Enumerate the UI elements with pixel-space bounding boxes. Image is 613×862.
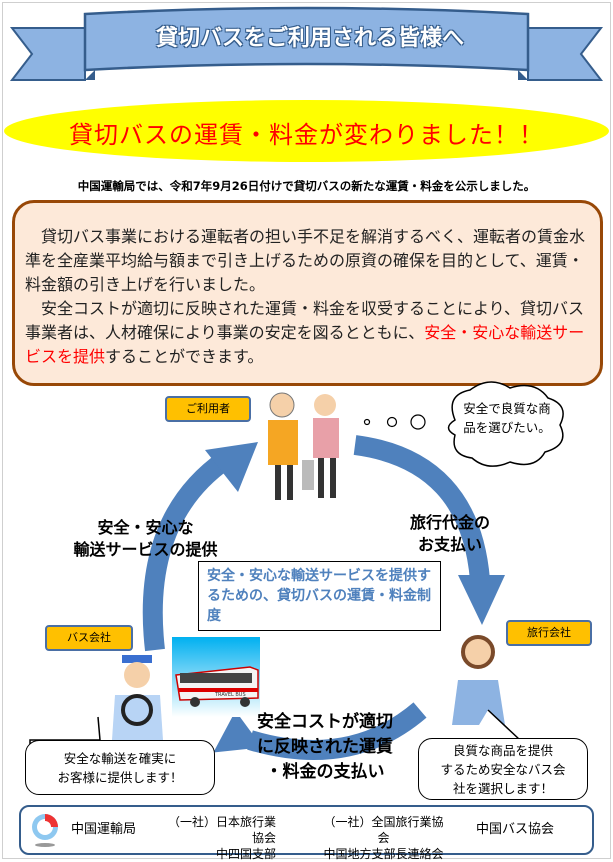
tag-bus-company: バス会社: [45, 625, 133, 651]
para2-text: 安全コストが適切に反映された運賃・料金を収受することにより、貸切バス事業者は、人…: [25, 299, 585, 342]
headline-ellipse: [4, 100, 609, 162]
footer-line: 中四国支部: [215, 847, 276, 861]
description-box: 貸切バス事業における運転者の担い手不足を解消するべく、運転者の賃金水準を全産業平…: [12, 200, 603, 386]
arrow-right: [353, 435, 490, 581]
thought-cloud: [447, 381, 564, 467]
para2-highlight: 安全・安心な輸送サービスを提供: [25, 323, 585, 366]
footer-line: （一社）日本旅行業協会: [167, 815, 276, 845]
arrow-label-line: お支払い: [417, 535, 482, 554]
arrow-label-payment: 旅行代金の お支払い: [395, 512, 505, 556]
arrow-label-line: 旅行代金の: [409, 513, 490, 532]
footer-org-jata: （一社）日本旅行業協会 中四国支部: [161, 814, 276, 862]
arrow-label-service: 安全・安心な 輸送サービスの提供: [58, 517, 233, 561]
tag-travel-agency: 旅行会社: [506, 620, 592, 646]
headline: 貸切バスの運賃・料金が変わりました！！: [69, 121, 544, 149]
travel-speech-bubble: 良質な商品を提供 するため安全なバス会 社を選択します！: [418, 738, 588, 800]
para2-end: することができます。: [105, 347, 264, 366]
footer-line: 中国地方支部長連絡会: [323, 847, 444, 861]
arrow-left: [142, 451, 231, 652]
driver-illustration: [112, 655, 163, 740]
footer-org-anta: （一社）全国旅行業協会 中国地方支部長連絡会: [321, 814, 446, 862]
footer-line: （一社）全国旅行業協会: [323, 815, 444, 845]
arrow-label-fare: 安全コストが適切 に反映された運賃 ・料金の支払い: [250, 710, 400, 785]
speech-line: 安全な輸送を確実に: [63, 751, 177, 766]
mlit-logo-icon: [32, 814, 58, 847]
tag-user: ご利用者: [165, 396, 251, 422]
footer-org-mlit: 中国運輸局: [71, 822, 137, 837]
description-para2: 安全コストが適切に反映された運賃・料金を収受することにより、貸切バス事業者は、人…: [25, 297, 586, 369]
arrow-label-line: 安全・安心な: [97, 518, 194, 537]
cycle-arrows: TRAVEL BUS: [29, 381, 564, 783]
arrow-label-line: 輸送サービスの提供: [73, 540, 218, 559]
speech-line: 良質な商品を提供: [452, 743, 553, 758]
speech-line: お客様に提供します！: [57, 770, 183, 785]
speech-line: するため安全なバス会: [440, 762, 566, 777]
footer-org-bus-assoc: 中国バス協会: [476, 822, 555, 837]
description-para1: 貸切バス事業における運転者の担い手不足を解消するべく、運転者の賃金水準を全産業平…: [25, 227, 586, 294]
banner-title: 貸切バスをご利用される皆様へ: [155, 26, 464, 51]
notice-text: 中国運輸局では、令和7年9月26日付けで貸切バスの新たな運賃・料金を公示しました…: [77, 179, 536, 193]
center-box: 安全・安心な輸送サービスを提供するための、貸切バスの運賃・料金制度: [198, 561, 441, 631]
title-ribbon: [9, 6, 604, 81]
travel-agent-illustration: [452, 635, 505, 725]
footer: 中国運輸局 （一社）日本旅行業協会 中四国支部 （一社）全国旅行業協会 中国地方…: [19, 805, 594, 861]
speech-line: 社を選択します！: [452, 781, 553, 796]
bus-speech-bubble: 安全な輸送を確実に お客様に提供します！: [25, 740, 215, 795]
arrow-label-line: 安全コストが適切: [257, 712, 393, 732]
users-illustration: [268, 392, 339, 500]
arrow-label-line: ・料金の支払い: [265, 762, 385, 782]
thought-text: 安全で良質な商品を選びたい。: [463, 401, 551, 435]
arrow-bottom: [247, 702, 427, 760]
bus-label: TRAVEL BUS: [214, 692, 246, 698]
bus-illustration: TRAVEL BUS: [175, 666, 259, 707]
arrow-label-line: に反映された運賃: [257, 737, 393, 757]
